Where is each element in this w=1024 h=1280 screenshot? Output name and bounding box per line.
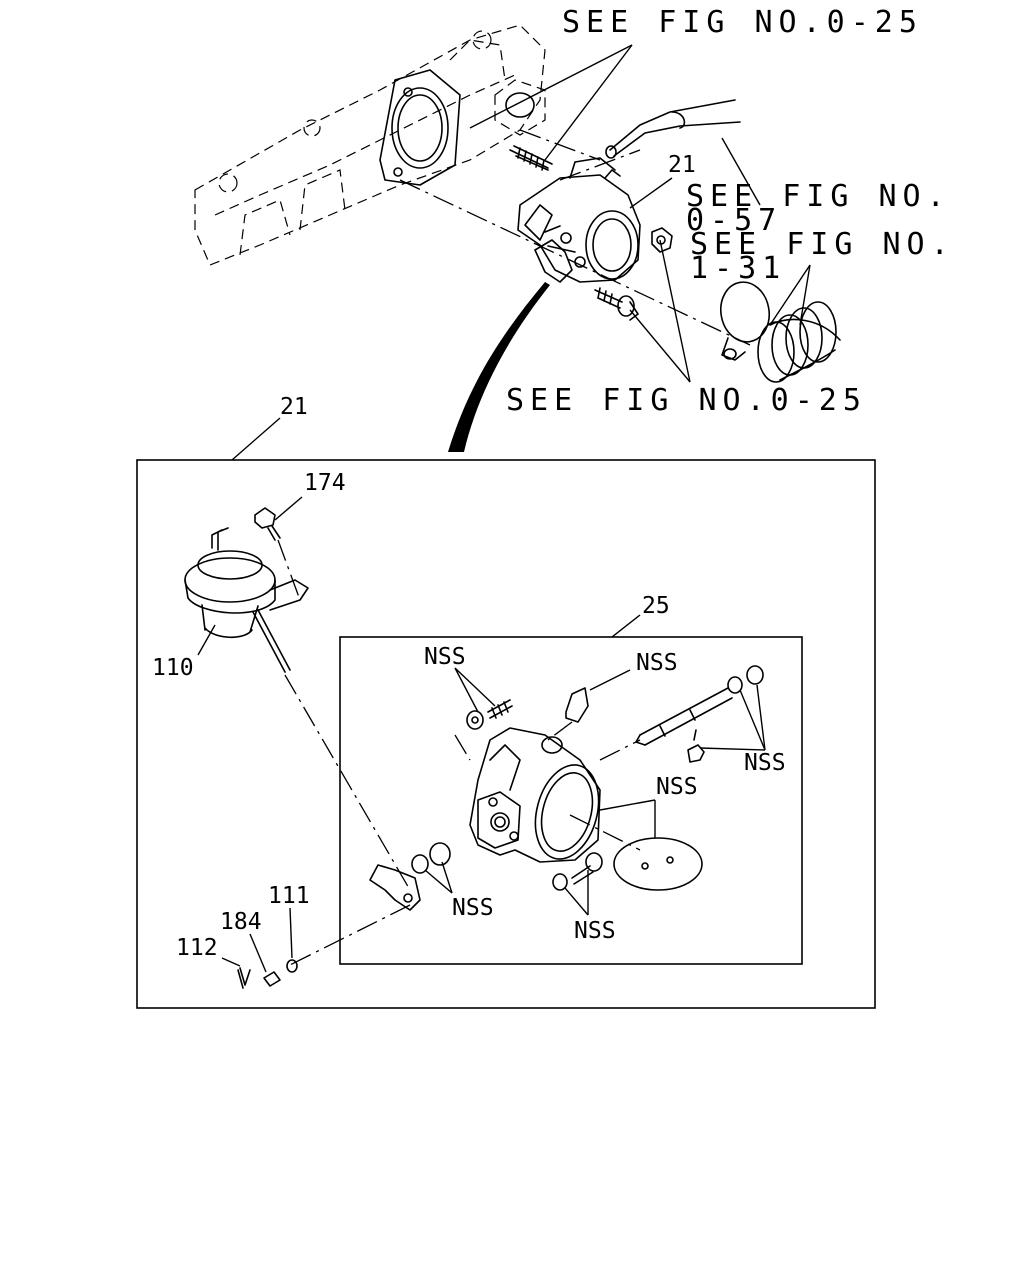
ref-see-fig-1-31-line1: SEE FIG NO.	[690, 227, 955, 262]
centerline-actuator	[284, 674, 411, 891]
leader-see-mid-b	[629, 309, 691, 383]
leader-nss-f1	[424, 869, 453, 894]
callout-21-box: 21	[280, 394, 308, 420]
nss-nut-spring	[466, 699, 513, 730]
leader-see-131-a	[769, 264, 811, 326]
centerline-2	[519, 129, 601, 161]
detail-frame-25	[339, 636, 803, 965]
ref-see-fig-0-57-line1: SEE FIG NO.	[686, 179, 951, 214]
centerline-174	[277, 539, 301, 601]
leader-see-top-b	[544, 44, 633, 161]
vacuum-actuator	[184, 527, 309, 673]
leader-nss-a2	[454, 667, 496, 707]
leader-see-top-a	[469, 44, 633, 129]
leader-see-mid-a	[659, 239, 691, 383]
pin-184	[263, 971, 281, 987]
callout-111: 111	[268, 883, 310, 909]
centerline-nss-nut	[454, 734, 471, 761]
ref-see-fig-0-25-top: SEE FIG NO.0-25	[562, 5, 923, 40]
callout-25: 25	[642, 593, 670, 619]
ref-see-fig-0-57-line2: 0-57	[686, 203, 782, 238]
throttle-body-detail	[469, 727, 601, 863]
centerline-3	[559, 149, 641, 181]
ref-see-fig-0-25-mid: SEE FIG NO.0-25	[506, 383, 867, 418]
callout-174: 174	[304, 470, 346, 496]
nss-label-f: NSS	[452, 895, 494, 921]
leader-21-box	[231, 417, 281, 461]
nss-sleeve	[565, 687, 589, 723]
throttle-body-assembly	[517, 157, 641, 283]
washer-111	[286, 959, 298, 973]
detail-frame-21	[136, 459, 876, 1009]
leader-21-top	[629, 177, 673, 209]
nss-label-d: NSS	[656, 774, 698, 800]
air-hose	[757, 301, 841, 383]
centerline-sleeve	[547, 721, 573, 741]
hose-clamp	[719, 281, 771, 361]
throttle-bolt	[594, 287, 639, 321]
nss-screw	[687, 729, 705, 763]
nss-label-b: NSS	[636, 650, 678, 676]
callout-21-top: 21	[668, 152, 696, 178]
ref-see-fig-1-31-line2: 1-31	[690, 251, 786, 286]
leader-nss-c3	[699, 747, 766, 751]
bolt-174	[254, 507, 281, 541]
leader-174	[274, 496, 303, 521]
leader-110	[197, 624, 216, 656]
leader-nss-f2	[441, 861, 453, 894]
centerline-plate	[569, 814, 641, 851]
nss-label-e: NSS	[574, 918, 616, 944]
callout-112: 112	[176, 935, 218, 961]
nss-shaft	[635, 665, 764, 746]
zoom-arrow	[448, 282, 550, 452]
leader-see-131-b	[799, 264, 811, 326]
callout-184: 184	[220, 909, 262, 935]
leader-nss-d1	[599, 799, 656, 811]
stud-bolt	[509, 145, 553, 171]
callout-110: 110	[152, 655, 194, 681]
leader-nss-b	[589, 669, 631, 691]
centerline-lever	[289, 904, 411, 966]
leader-see-057	[721, 137, 761, 206]
leader-111	[289, 907, 293, 959]
flange-gasket	[379, 69, 461, 186]
nss-screw-washer	[552, 852, 603, 891]
nss-throttle-plate	[613, 837, 703, 891]
leader-nss-e1	[564, 887, 589, 916]
leader-112	[221, 957, 241, 967]
manifold-valve	[494, 79, 546, 136]
leader-nss-c1	[739, 689, 766, 751]
throttle-lever	[369, 842, 451, 911]
leader-184	[249, 933, 267, 973]
leader-nss-c2	[756, 684, 766, 751]
vacuum-hose	[605, 99, 741, 159]
intake-manifold	[194, 24, 546, 266]
centerline-shaft	[599, 739, 641, 761]
leader-nss-a1	[454, 667, 479, 713]
leader-25	[611, 614, 641, 638]
nss-label-a: NSS	[424, 644, 466, 670]
clip-112	[237, 967, 251, 989]
nss-label-c: NSS	[744, 750, 786, 776]
